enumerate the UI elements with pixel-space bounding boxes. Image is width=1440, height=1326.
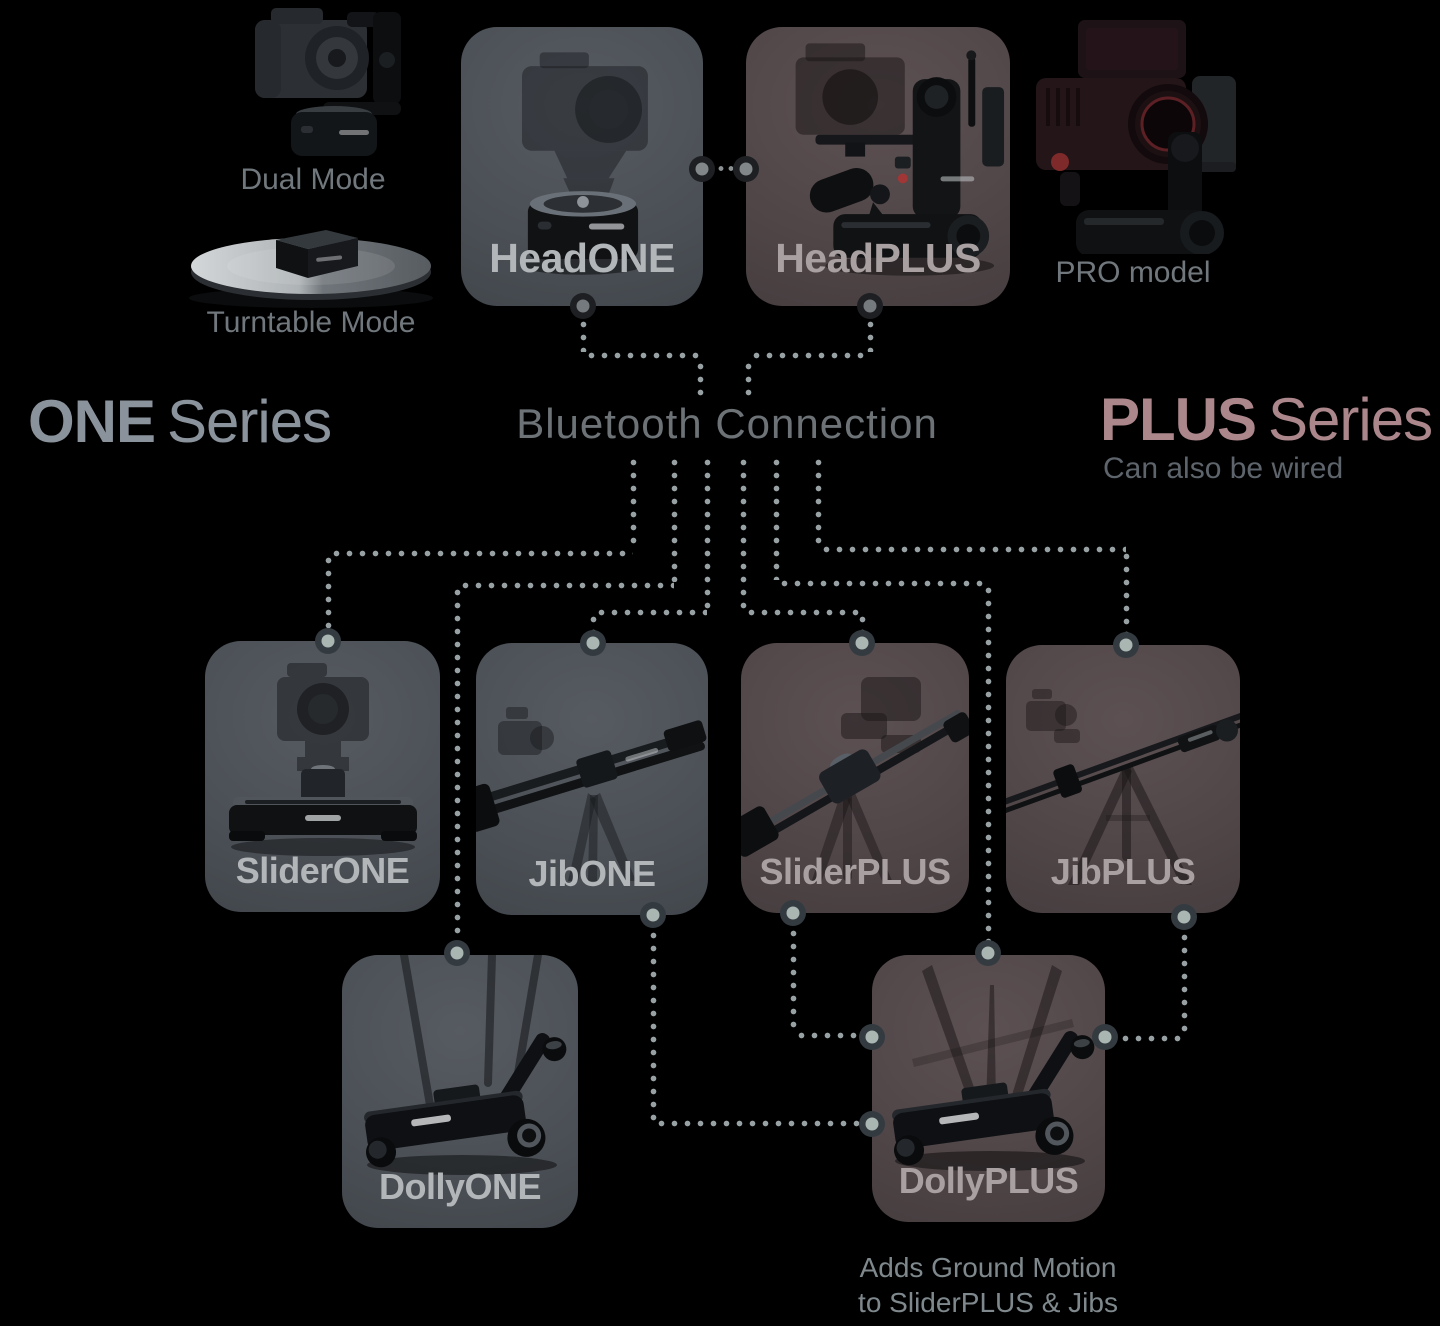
sliderone-image bbox=[229, 663, 417, 856]
jibone-title: JibONE bbox=[528, 853, 656, 894]
connector-node bbox=[315, 628, 341, 654]
card-jibone[interactable]: JibONE bbox=[476, 643, 708, 915]
connector-node bbox=[1113, 632, 1139, 658]
dotted-connector bbox=[776, 580, 988, 587]
dotted-connector bbox=[790, 925, 797, 1034]
dotted-connector bbox=[773, 454, 780, 580]
dotted-connector bbox=[985, 582, 992, 942]
dotted-connector bbox=[743, 609, 862, 616]
dotted-connector bbox=[704, 454, 711, 609]
headone-image bbox=[521, 52, 648, 275]
dollyone-image bbox=[364, 955, 567, 1175]
card-sliderplus[interactable]: SliderPLUS bbox=[741, 643, 969, 913]
dotted-connector bbox=[748, 352, 870, 359]
dual-mode-label: Dual Mode bbox=[240, 163, 386, 196]
dual-mode-head-image bbox=[255, 8, 401, 156]
headplus-title: HeadPLUS bbox=[775, 235, 981, 281]
dotted-connector bbox=[630, 454, 637, 550]
dotted-connector bbox=[671, 454, 678, 582]
connector-node bbox=[857, 293, 883, 319]
dotted-connector bbox=[583, 352, 700, 359]
dotted-connector bbox=[325, 552, 332, 630]
dotted-connector bbox=[818, 546, 1126, 553]
one-series-bold: ONE bbox=[28, 388, 156, 455]
dotted-connector bbox=[867, 316, 874, 352]
connector-node bbox=[444, 940, 470, 966]
dotted-connector bbox=[1181, 929, 1188, 1035]
connector-node bbox=[733, 156, 759, 182]
dotted-connector bbox=[697, 358, 704, 400]
connector-node bbox=[1092, 1024, 1118, 1050]
connector-node bbox=[849, 630, 875, 656]
plus-series-note: Can also be wired bbox=[1103, 452, 1344, 485]
jibplus-image bbox=[1006, 689, 1240, 885]
dotted-connector bbox=[740, 454, 747, 609]
card-dollyplus[interactable]: DollyPLUS bbox=[872, 955, 1105, 1222]
dotted-connector bbox=[328, 550, 633, 557]
dotted-connector bbox=[650, 927, 657, 1122]
connector-node bbox=[640, 902, 666, 928]
one-series-light: Series bbox=[167, 388, 332, 455]
plus-series-bold: PLUS bbox=[1100, 386, 1257, 453]
connector-node bbox=[859, 1111, 885, 1137]
footnote-line1: Adds Ground Motion bbox=[859, 1252, 1117, 1283]
connector-node bbox=[570, 293, 596, 319]
bluetooth-connection-label: Bluetooth Connection bbox=[516, 400, 938, 447]
dotted-connector bbox=[1117, 1035, 1181, 1042]
dotted-connector bbox=[457, 582, 674, 589]
dotted-connector bbox=[580, 316, 587, 352]
connector-node bbox=[975, 940, 1001, 966]
connector-node bbox=[780, 900, 806, 926]
headplus-image bbox=[795, 43, 1005, 276]
dollyplus-footnote: Adds Ground Motion to SliderPLUS & Jibs bbox=[858, 1250, 1118, 1320]
turntable-mode-image bbox=[189, 230, 433, 308]
dotted-connector bbox=[653, 1120, 860, 1127]
card-dollyone[interactable]: DollyONE bbox=[342, 955, 578, 1228]
connector-node bbox=[1171, 904, 1197, 930]
dotted-connector bbox=[815, 454, 822, 546]
card-headone[interactable]: HeadONE bbox=[461, 27, 703, 306]
card-sliderone[interactable]: SliderONE bbox=[205, 641, 440, 912]
jibplus-title: JibPLUS bbox=[1050, 851, 1196, 892]
connector-node bbox=[580, 630, 606, 656]
turntable-mode-label: Turntable Mode bbox=[206, 306, 416, 339]
jibone-image bbox=[476, 707, 707, 881]
dollyplus-image bbox=[892, 965, 1095, 1171]
pro-model-image bbox=[1036, 20, 1236, 254]
pro-model-label: PRO model bbox=[1055, 256, 1211, 289]
connector-node bbox=[859, 1024, 885, 1050]
dotted-connector bbox=[593, 609, 707, 616]
card-headplus[interactable]: HeadPLUS bbox=[746, 27, 1010, 306]
dotted-connector bbox=[590, 611, 597, 633]
sliderone-title: SliderONE bbox=[235, 850, 410, 891]
dotted-connector bbox=[1123, 548, 1130, 634]
plus-series-light: Series bbox=[1268, 386, 1433, 453]
dotted-connector bbox=[859, 611, 866, 633]
dotted-connector bbox=[714, 165, 736, 172]
card-jibplus[interactable]: JibPLUS bbox=[1006, 645, 1240, 913]
headone-title: HeadONE bbox=[489, 235, 675, 281]
sliderplus-title: SliderPLUS bbox=[759, 851, 951, 892]
sliderplus-image bbox=[741, 677, 969, 883]
dotted-connector bbox=[793, 1032, 860, 1039]
dotted-connector bbox=[454, 584, 461, 942]
dotted-connector bbox=[745, 358, 752, 400]
dollyplus-title: DollyPLUS bbox=[898, 1160, 1079, 1201]
connector-node bbox=[689, 156, 715, 182]
footnote-line2: to SliderPLUS & Jibs bbox=[858, 1287, 1118, 1318]
dollyone-title: DollyONE bbox=[378, 1166, 542, 1207]
